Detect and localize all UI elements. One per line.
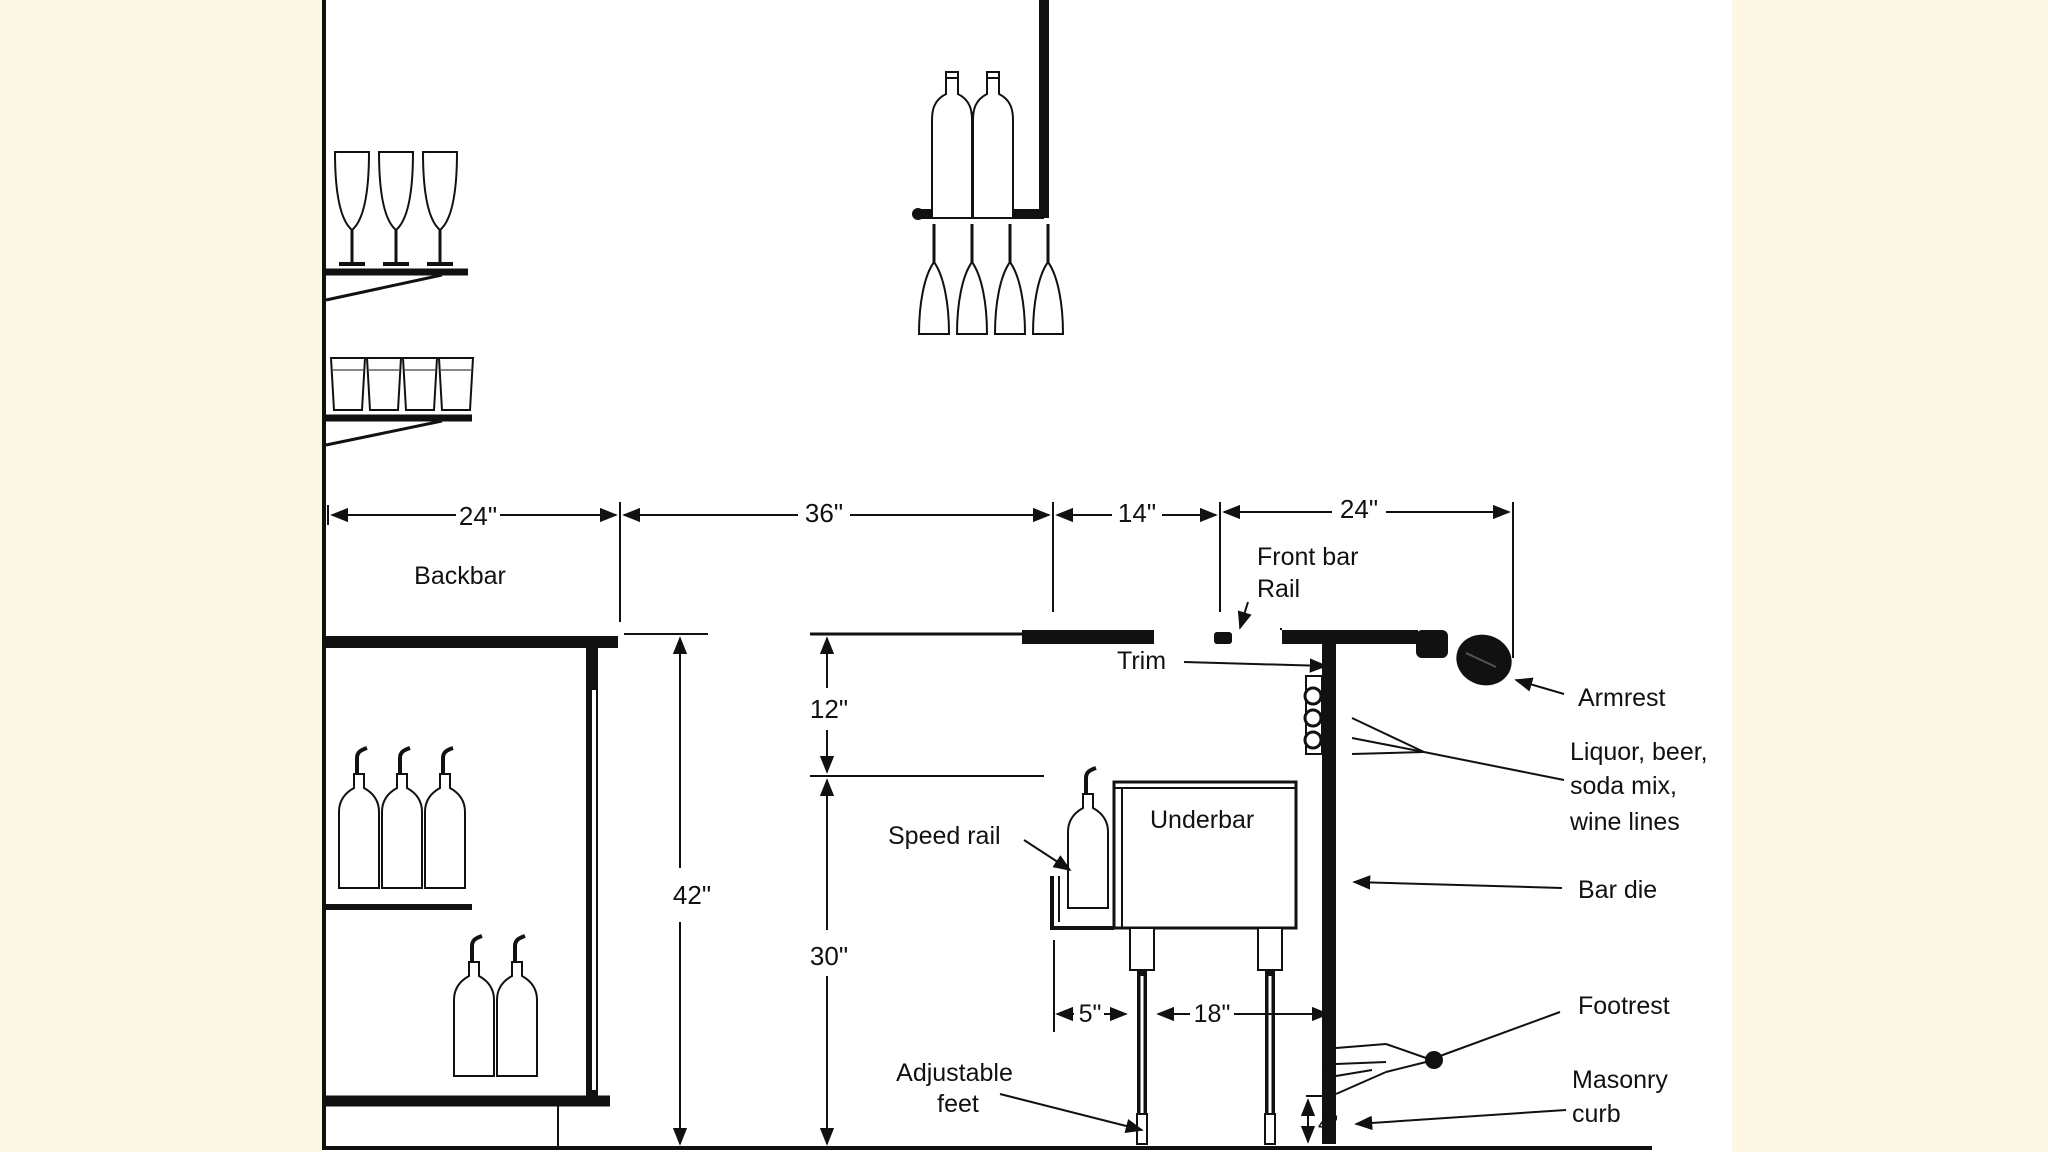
overhead-glass-rack	[912, 0, 1065, 336]
label-bar-die: Bar die	[1578, 876, 1657, 904]
label-trim: Trim	[1117, 647, 1166, 675]
underbar-unit	[1050, 766, 1298, 1145]
horizontal-dimensions	[327, 502, 1514, 658]
label-front-bar-rail: Front bar Rail	[1257, 543, 1365, 603]
dim-curb-height: 4"	[1318, 1111, 1338, 1136]
dim-workspace: 36"	[805, 498, 843, 528]
bar-cross-section-diagram: 24" 36" 14" 24" Backbar 42" 12" 30"	[322, 0, 1715, 1150]
dim-speed-rail-depth: 5"	[1079, 1000, 1102, 1028]
label-speed-rail: Speed rail	[888, 822, 1001, 850]
underbar-dimensions	[1053, 940, 1330, 1144]
dim-bar-height: 42"	[673, 880, 711, 910]
armrest-shape	[1456, 634, 1512, 686]
tumbler-shelf	[325, 357, 474, 447]
label-adjustable-feet: Adjustable feet	[896, 1059, 1020, 1118]
label-underbar: Underbar	[1150, 806, 1254, 834]
dim-front-bar-depth: 24"	[1340, 494, 1378, 524]
front-bar	[1022, 628, 1512, 1144]
dim-underbar-to-front: 14"	[1118, 498, 1156, 528]
label-supply-lines: Liquor, beer, soda mix, wine lines	[1569, 738, 1715, 836]
diagram-sheet: 24" 36" 14" 24" Backbar 42" 12" 30"	[322, 0, 1732, 1152]
upper-glass-shelf	[325, 150, 468, 302]
dim-underbar-depth: 18"	[1194, 1000, 1231, 1028]
label-footrest: Footrest	[1578, 992, 1670, 1020]
dim-upper-height: 12"	[810, 694, 848, 724]
label-backbar: Backbar	[414, 562, 506, 590]
backbar-cabinet	[326, 636, 618, 1150]
dim-backbar-depth: 24"	[459, 501, 497, 531]
vertical-dimensions	[624, 632, 1044, 1146]
callout-leaders	[999, 601, 1567, 1133]
label-masonry-curb: Masonry curb	[1572, 1066, 1675, 1128]
dim-work-height: 30"	[810, 941, 848, 971]
label-armrest: Armrest	[1578, 684, 1666, 712]
